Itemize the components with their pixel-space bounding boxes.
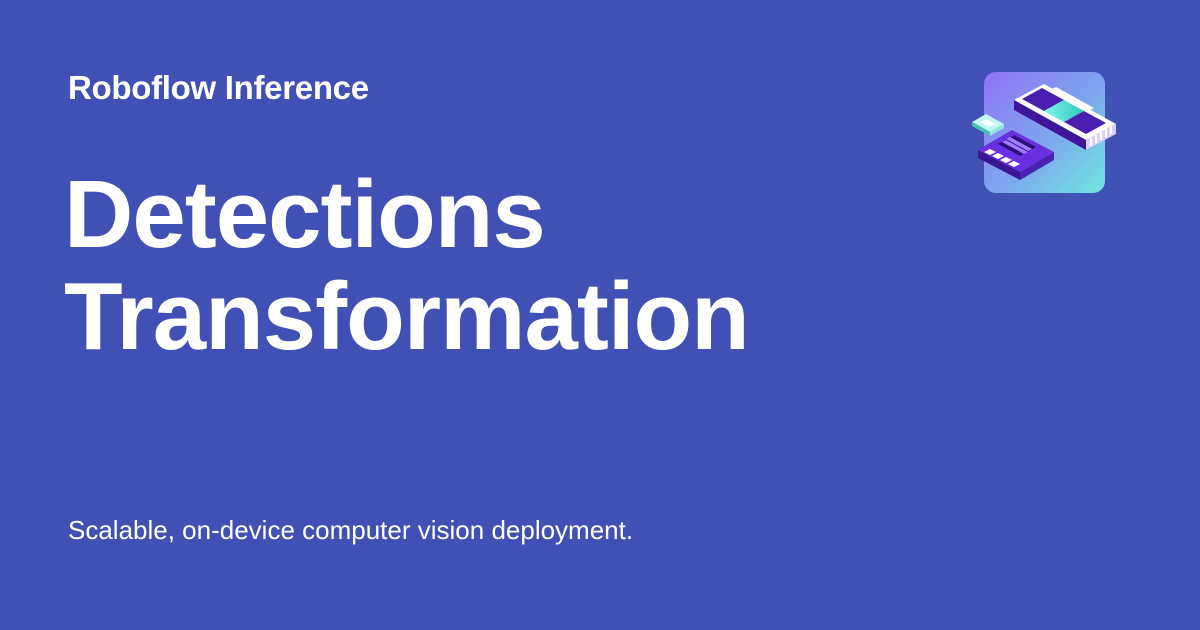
tagline: Scalable, on-device computer vision depl… [68, 515, 634, 545]
title-line-1: Detections [64, 161, 546, 268]
brand-name: Roboflow Inference [68, 69, 369, 106]
hardware-chip-illustration-icon [972, 72, 1116, 193]
title-line-2: Transformation [64, 263, 750, 370]
page-title: Detections Transformation [64, 164, 924, 368]
